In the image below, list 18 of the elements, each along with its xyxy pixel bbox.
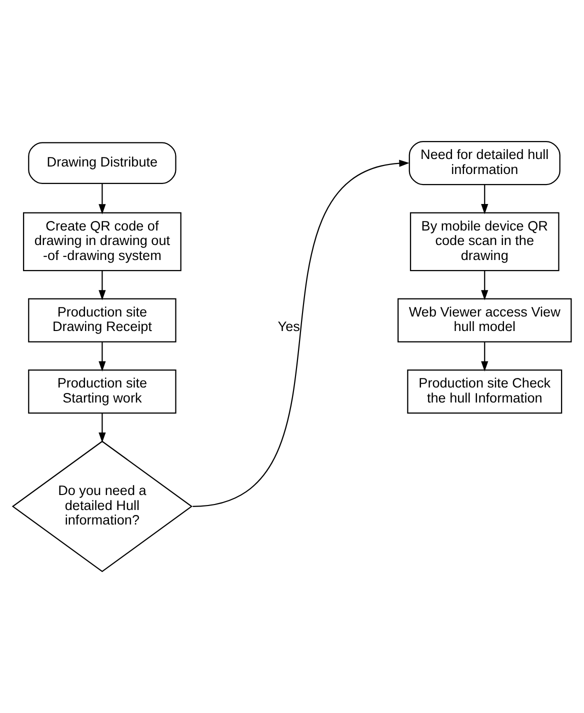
arrow [481,270,488,300]
arrow [98,270,106,300]
node-box: Drawing Distribute [28,142,176,184]
node-box: Production site Drawing Receipt [28,298,176,342]
arrow [481,184,488,214]
arrow [481,342,488,372]
node-box: Production site Check the hull Information [407,370,562,414]
node-box: Create QR code of drawing in drawing out -of -drawing system [23,212,182,272]
arrow [192,160,410,507]
node-box: Production site Starting work [28,370,176,414]
node-box: By mobile device QR code scan in the drawing [410,212,560,272]
node-diamond: Do you need a detailed Hull information? [12,440,193,572]
edge-label: Yes [278,318,300,334]
arrow [98,183,106,214]
arrow [98,413,106,443]
arrow [98,342,106,372]
node-box: Web Viewer access View hull model [398,298,572,342]
node-box: Need for detailed hull information [408,140,560,186]
